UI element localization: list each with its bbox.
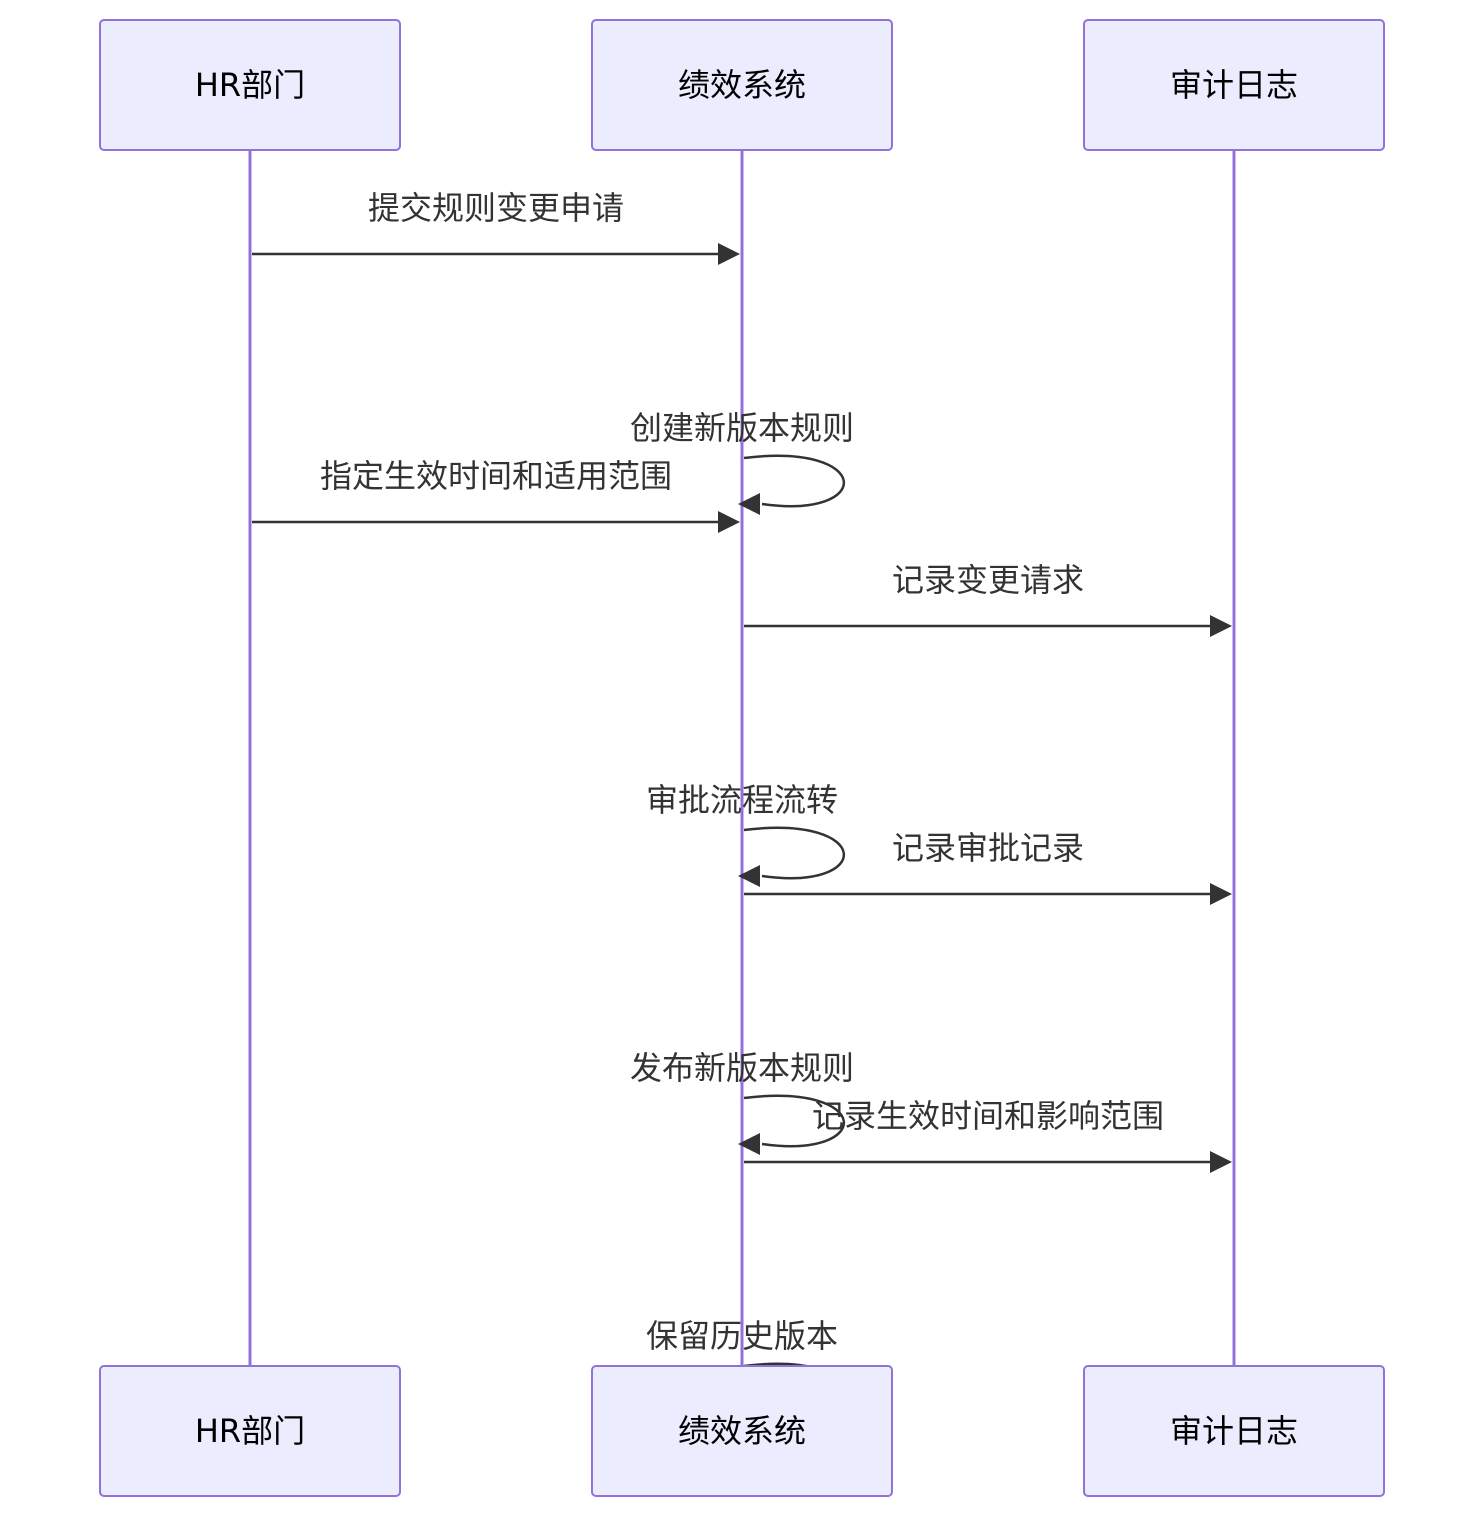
self-message-loop: [743, 826, 845, 880]
lifelines: [248, 150, 1236, 1366]
actors-top: HR部门 绩效系统 审计日志: [99, 19, 1385, 151]
message-label: 提交规则变更申请: [368, 189, 624, 227]
message-2: 创建新版本规则: [630, 409, 854, 515]
actor-box: [591, 19, 893, 151]
actor-box: [1083, 1365, 1385, 1497]
message-label: 记录审批记录: [892, 829, 1084, 867]
messages: 提交规则变更申请创建新版本规则指定生效时间和适用范围记录变更请求审批流程流转记录…: [252, 189, 1232, 1423]
arrowhead: [738, 1133, 760, 1155]
actor-sys-bottom: 绩效系统: [591, 1365, 893, 1497]
actor-hr-bottom: HR部门: [99, 1365, 401, 1497]
message-label: 记录生效时间和影响范围: [812, 1097, 1164, 1135]
actor-sys-top: 绩效系统: [591, 19, 893, 151]
message-label: 审批流程流转: [646, 781, 838, 819]
message-7: 发布新版本规则: [630, 1049, 854, 1155]
actor-box: [591, 1365, 893, 1497]
message-label: 保留历史版本: [646, 1317, 838, 1355]
message-label: 指定生效时间和适用范围: [320, 457, 672, 495]
actor-box: [99, 19, 401, 151]
message-6: 记录审批记录: [744, 829, 1232, 905]
actor-label: HR部门: [195, 1412, 305, 1450]
self-message-loop: [743, 454, 845, 508]
actors-bottom: HR部门 绩效系统 审计日志: [99, 1365, 1385, 1497]
actor-box: [99, 1365, 401, 1497]
message-5: 审批流程流转: [646, 781, 845, 887]
message-1: 提交规则变更申请: [252, 189, 740, 265]
arrowhead: [1210, 1151, 1232, 1173]
actor-label: 绩效系统: [678, 66, 806, 104]
message-4: 记录变更请求: [744, 561, 1232, 637]
arrowhead: [1210, 883, 1232, 905]
actor-label: 审计日志: [1170, 1412, 1298, 1450]
actor-label: 审计日志: [1170, 66, 1298, 104]
actor-hr-top: HR部门: [99, 19, 401, 151]
arrowhead: [738, 865, 760, 887]
arrowhead: [718, 243, 740, 265]
message-label: 记录变更请求: [892, 561, 1084, 599]
self-message-loop: [743, 1094, 845, 1148]
message-label: 创建新版本规则: [630, 409, 854, 447]
message-8: 记录生效时间和影响范围: [744, 1097, 1232, 1173]
actor-audit-top: 审计日志: [1083, 19, 1385, 151]
actor-label: HR部门: [195, 66, 305, 104]
message-3: 指定生效时间和适用范围: [252, 457, 740, 533]
actor-audit-bottom: 审计日志: [1083, 1365, 1385, 1497]
message-label: 发布新版本规则: [630, 1049, 854, 1087]
arrowhead: [1210, 615, 1232, 637]
actor-label: 绩效系统: [678, 1412, 806, 1450]
actor-box: [1083, 19, 1385, 151]
arrowhead: [718, 511, 740, 533]
arrowhead: [738, 493, 760, 515]
